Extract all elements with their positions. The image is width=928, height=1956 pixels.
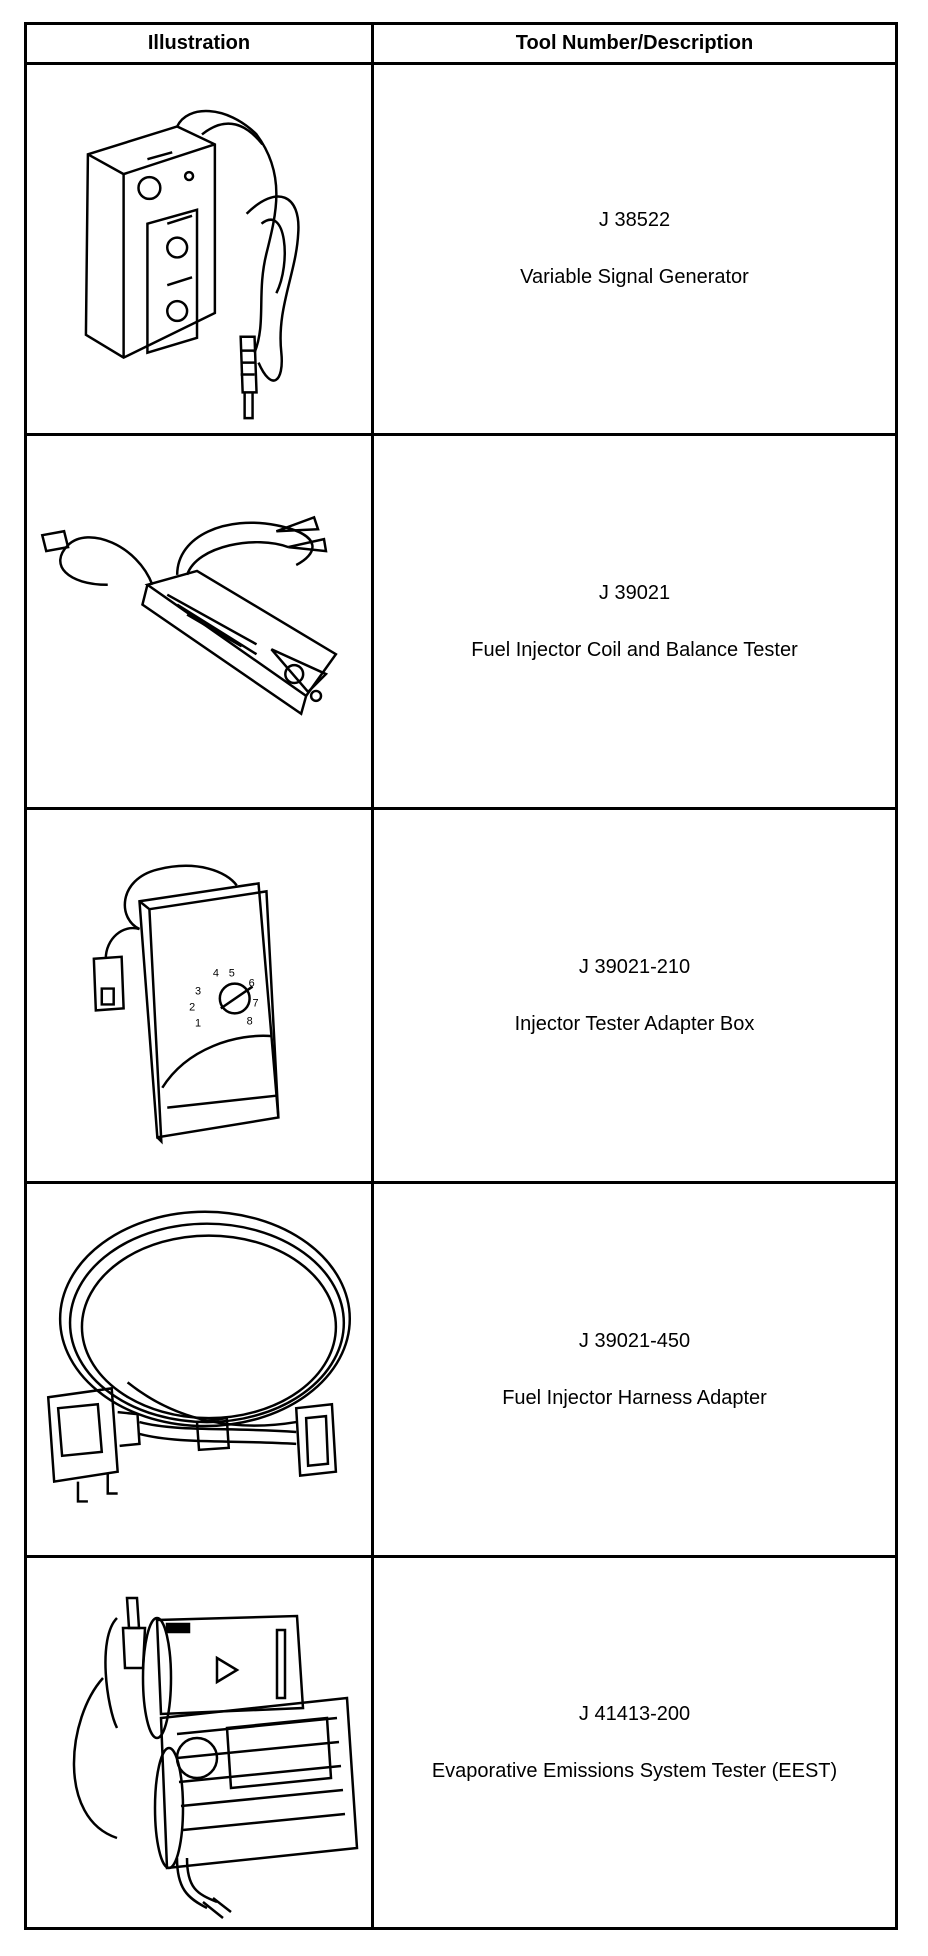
tool-number: J 41413-200: [578, 1702, 691, 1725]
dial-number-1: 1: [195, 1017, 201, 1029]
dial-number-7: 7: [253, 997, 259, 1009]
tool-description-cell: J 41413-200 Evaporative Emissions System…: [374, 1558, 895, 1927]
evap-tester-illustration: [27, 1558, 371, 1927]
dial-number-8: 8: [247, 1015, 253, 1027]
table-row: J 41413-200 Evaporative Emissions System…: [27, 1558, 895, 1927]
dial-number-2: 2: [189, 1001, 195, 1013]
harness-adapter-illustration: [27, 1184, 371, 1555]
tool-number: J 39021-210: [578, 955, 691, 978]
injector-adapter-box-illustration: 3 2 1 4 5 6 7 8: [27, 810, 371, 1181]
tool-number: J 38522: [598, 209, 671, 231]
tool-description-cell: J 39021-210 Injector Tester Adapter Box: [374, 810, 895, 1181]
tool-number: J 39021-450: [578, 1329, 691, 1352]
tool-number: J 39021: [598, 581, 671, 604]
variable-signal-generator-illustration: [27, 65, 371, 433]
tool-description: Injector Tester Adapter Box: [514, 1012, 755, 1035]
dial-number-5: 5: [229, 968, 235, 980]
tool-table: Illustration Tool Number/Description: [24, 22, 898, 1930]
dial-number-6: 6: [249, 978, 255, 990]
tool-description-cell: J 38522 Variable Signal Generator: [374, 65, 895, 433]
dial-number-4: 4: [213, 968, 219, 980]
tool-description: Fuel Injector Coil and Balance Tester: [471, 638, 798, 661]
table-row: 3 2 1 4 5 6 7 8 J 39021-210 Injector Tes…: [27, 810, 895, 1184]
tool-description: Variable Signal Generator: [520, 266, 749, 288]
table-row: J 39021-450 Fuel Injector Harness Adapte…: [27, 1184, 895, 1558]
fuel-injector-tester-illustration: [27, 436, 371, 807]
dial-number-3: 3: [195, 986, 201, 998]
description-column-header: Tool Number/Description: [515, 32, 754, 54]
tool-description: Evaporative Emissions System Tester (EES…: [431, 1759, 838, 1782]
tool-description: Fuel Injector Harness Adapter: [502, 1386, 767, 1409]
illustration-column-header: Illustration: [147, 32, 251, 54]
tool-description-cell: J 39021-450 Fuel Injector Harness Adapte…: [374, 1184, 895, 1555]
table-header: Illustration Tool Number/Description: [27, 25, 895, 65]
column-divider: [371, 25, 374, 1927]
table-row: J 39021 Fuel Injector Coil and Balance T…: [27, 436, 895, 810]
table-row: J 38522 Variable Signal Generator: [27, 65, 895, 436]
tool-description-cell: J 39021 Fuel Injector Coil and Balance T…: [374, 436, 895, 807]
